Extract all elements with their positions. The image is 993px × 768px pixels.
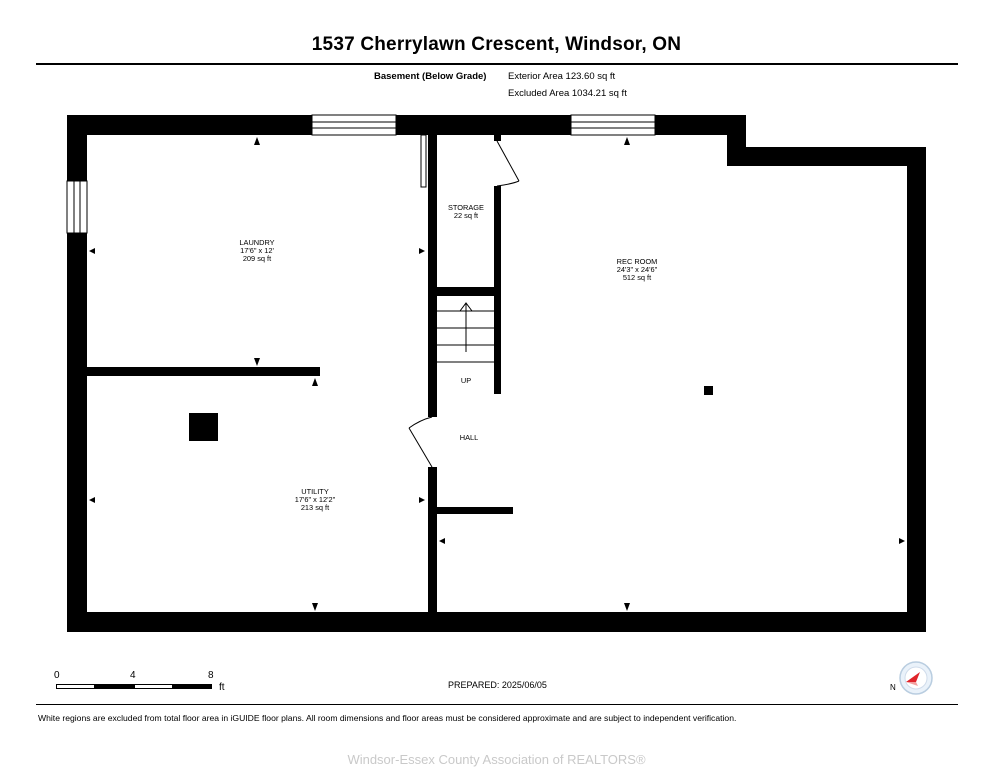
stairs bbox=[437, 302, 494, 363]
exterior-area: Exterior Area 123.60 sq ft bbox=[508, 71, 616, 82]
disclaimer-text: White regions are excluded from total fl… bbox=[38, 713, 737, 723]
wall-laundry-utility bbox=[87, 367, 320, 376]
room-label-laundry: LAUNDRY 17'6" x 12' 209 sq ft bbox=[239, 238, 274, 263]
scale-segment-1 bbox=[56, 684, 95, 689]
marker-utility-right bbox=[419, 497, 425, 503]
storage-area: 22 sq ft bbox=[454, 211, 478, 220]
marker-utility-left bbox=[89, 497, 95, 503]
wall-storage-bottom bbox=[437, 287, 501, 296]
scale-bar: 0 4 8 ft bbox=[54, 670, 236, 698]
marker-laundry-top bbox=[254, 137, 260, 145]
rec-room-name: REC ROOM bbox=[617, 257, 658, 266]
wall-storage-east-top bbox=[494, 135, 501, 141]
window-laundry-north bbox=[311, 114, 397, 136]
wall-laundry-east-upper bbox=[428, 135, 437, 417]
utility-area: 213 sq ft bbox=[301, 503, 329, 512]
floor-name: Basement (Below Grade) bbox=[374, 71, 487, 82]
rec-room-dims: 24'3" x 24'6" bbox=[617, 265, 658, 274]
marker-rec-left bbox=[439, 538, 445, 544]
header-divider bbox=[36, 63, 958, 65]
wall-jog-horizontal bbox=[727, 147, 926, 166]
wall-hall-stub bbox=[437, 507, 513, 514]
hall-label: HALL bbox=[460, 433, 479, 442]
marker-laundry-bottom bbox=[254, 358, 260, 366]
laundry-closet-partition bbox=[420, 134, 427, 188]
wall-east bbox=[907, 147, 926, 632]
page-title: 1537 Cherrylawn Crescent, Windsor, ON bbox=[311, 34, 682, 55]
wall-utility-east bbox=[428, 467, 437, 613]
wall-west bbox=[67, 115, 87, 632]
marker-rec-right bbox=[899, 538, 905, 544]
storage-door bbox=[496, 140, 520, 187]
room-label-utility: UTILITY 17'6" x 12'2" 213 sq ft bbox=[295, 487, 336, 512]
window-rec-room-north bbox=[570, 114, 656, 136]
storage-name: STORAGE bbox=[448, 203, 484, 212]
scale-segment-3 bbox=[134, 684, 173, 689]
scale-tick-0: 0 bbox=[54, 670, 60, 681]
watermark-text: Windsor-Essex County Association of REAL… bbox=[347, 752, 646, 767]
interior-walls bbox=[87, 135, 713, 613]
stairs-up-label: UP bbox=[461, 376, 471, 385]
room-label-rec-room: REC ROOM 24'3" x 24'6" 512 sq ft bbox=[617, 257, 658, 282]
wall-storage-east bbox=[494, 186, 501, 394]
scale-tick-4: 4 bbox=[130, 670, 136, 681]
scale-unit: ft bbox=[219, 682, 225, 693]
utility-name: UTILITY bbox=[301, 487, 329, 496]
prepared-date: PREPARED: 2025/06/05 bbox=[448, 680, 547, 690]
column-rec-room bbox=[704, 386, 713, 395]
doors bbox=[408, 140, 520, 468]
scale-segment-2 bbox=[95, 684, 134, 689]
compass-north-label: N bbox=[890, 683, 896, 692]
footer-divider bbox=[36, 704, 958, 705]
marker-utility-bottom bbox=[312, 603, 318, 611]
marker-laundry-right bbox=[419, 248, 425, 254]
marker-laundry-left bbox=[89, 248, 95, 254]
dimension-markers bbox=[89, 137, 905, 611]
window-laundry-west bbox=[66, 180, 88, 234]
room-label-storage: STORAGE 22 sq ft bbox=[448, 203, 484, 220]
utility-dims: 17'6" x 12'2" bbox=[295, 495, 336, 504]
laundry-dims: 17'6" x 12' bbox=[240, 246, 274, 255]
wall-south bbox=[67, 612, 926, 632]
windows bbox=[66, 114, 656, 234]
rec-room-area: 512 sq ft bbox=[623, 273, 651, 282]
marker-rec-bottom bbox=[624, 603, 630, 611]
laundry-name: LAUNDRY bbox=[239, 238, 274, 247]
scale-segment-4 bbox=[173, 684, 212, 689]
excluded-area: Excluded Area 1034.21 sq ft bbox=[508, 88, 627, 99]
marker-utility-top bbox=[312, 378, 318, 386]
hall-door bbox=[408, 416, 433, 468]
scale-tick-8: 8 bbox=[208, 670, 214, 681]
column-utility bbox=[189, 413, 218, 441]
laundry-area: 209 sq ft bbox=[243, 254, 271, 263]
north-compass-icon: N bbox=[886, 660, 936, 696]
marker-rec-top bbox=[624, 137, 630, 145]
